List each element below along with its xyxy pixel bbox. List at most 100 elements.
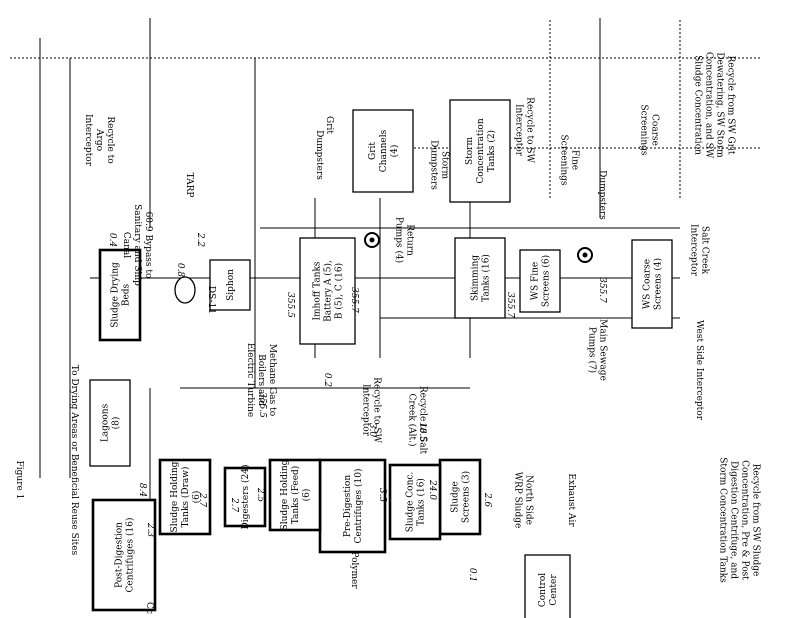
unit-label-line: Tanks (Feed) [290, 466, 301, 525]
unit-box [209, 259, 251, 311]
unit-box [631, 239, 673, 329]
flow-value: 355.7 [597, 277, 607, 303]
unit-label-line: Channels [379, 129, 389, 172]
label-figure-caption: Figure 1 [14, 461, 24, 500]
unit-label-line: Lagoons [101, 403, 111, 442]
label-line: Recycle to SW [372, 377, 382, 443]
label-line: Dumpsters [597, 170, 607, 220]
unit-label-line: Screens (6) [541, 255, 552, 307]
label-line: Canal [121, 232, 131, 258]
unit-box [519, 249, 561, 313]
label-line: Salt Creek [700, 226, 710, 275]
unit-box [89, 379, 131, 467]
label-line: 60.9 Bypass to [143, 212, 153, 279]
unit-box [388, 463, 442, 541]
label-line: To Drying Areas or Beneficial Reuse Site… [69, 365, 79, 556]
label-line: Exhaust Air [566, 473, 576, 527]
unit-digesters: Digesters (24) [223, 465, 267, 530]
label-line: Screenings [639, 104, 649, 155]
label-line: Coarse [650, 114, 660, 146]
label-polymer-1: Polymer [349, 551, 359, 589]
label-line: Pumps (4) [394, 217, 405, 263]
unit-label-line: Tanks (2) [486, 130, 497, 172]
flow-value: 8.4 [137, 483, 147, 498]
flow-value: 2.2 [195, 232, 205, 248]
label-line: TARP [184, 173, 194, 198]
label-line: Concentration, and SW [704, 52, 714, 159]
unit-label-line: Imhoff Tanks [313, 261, 323, 320]
unit-box [98, 248, 142, 342]
unit-label-line: Digesters (24) [240, 465, 251, 530]
unit-box [318, 458, 387, 554]
flow-value: 355.7 [505, 292, 515, 318]
unit-label-line: Sludge Conc. [406, 472, 416, 533]
valve-icon [174, 276, 196, 304]
unit-box [449, 99, 511, 203]
label-tarp: TARP [184, 173, 194, 198]
label-grit: Grit [324, 116, 334, 134]
pump-center-icon [582, 252, 588, 258]
unit-box [158, 458, 212, 536]
label-west-side-interceptor: West Side Interceptor [694, 320, 704, 421]
label-line: DS-11 [206, 286, 216, 314]
unit-label-line: WS Coarse [643, 259, 653, 309]
unit-box [91, 498, 157, 612]
flow-value: 2.5 [255, 487, 265, 503]
flow-value: 0.8 [175, 263, 185, 278]
label-line: Boilers and [256, 354, 266, 406]
flow-value: 0.4 [107, 233, 117, 248]
label-line: Interceptor [83, 114, 93, 167]
unit-label-line: Beds [122, 283, 132, 306]
label-to-drying-areas: To Drying Areas or Beneficial Reuse Site… [69, 365, 79, 556]
unit-box [454, 237, 506, 319]
unit-label-line: Sludge [451, 481, 461, 513]
label-line: West Side Interceptor [694, 320, 704, 421]
unit-label-line: Sludge Holding [170, 461, 180, 532]
flow-value: 0.2 [322, 373, 332, 388]
flow-value: 2.6 [482, 492, 492, 508]
label-line: Return [405, 224, 415, 256]
label-dumpsters-1: Dumpsters [597, 170, 607, 220]
label-line: North Side [524, 475, 534, 525]
label-line: Recycle to [105, 116, 115, 163]
connector-lines [10, 18, 760, 558]
label-line: Creek (Alt.) [407, 393, 418, 446]
label-line: WRP Sludge [513, 472, 523, 529]
flow-value: 355.7 [349, 287, 359, 313]
label-control-trunc: Cc [144, 602, 154, 614]
unit-box [268, 458, 322, 532]
label-line: Dewatering, SW Storm [715, 52, 725, 158]
unit-label-line: Concentration [476, 118, 486, 183]
unit-label-line: Sludge Drying [111, 262, 121, 328]
pump-center-icon [369, 237, 375, 243]
label-exhaust-air: Exhaust Air [566, 473, 576, 527]
label-line: Screenings [559, 134, 569, 185]
label-line: Argo [94, 128, 104, 151]
label-line: Concentration, Pre & Post [740, 460, 750, 580]
flow-value: 2.7 [197, 492, 207, 508]
label-ds11: DS-11 [206, 286, 216, 314]
label-line: Storm Concentration Tanks [718, 457, 728, 583]
label-line: Methane Gas to [267, 344, 277, 416]
label-line: Recycle from SW Sludge [751, 464, 761, 577]
